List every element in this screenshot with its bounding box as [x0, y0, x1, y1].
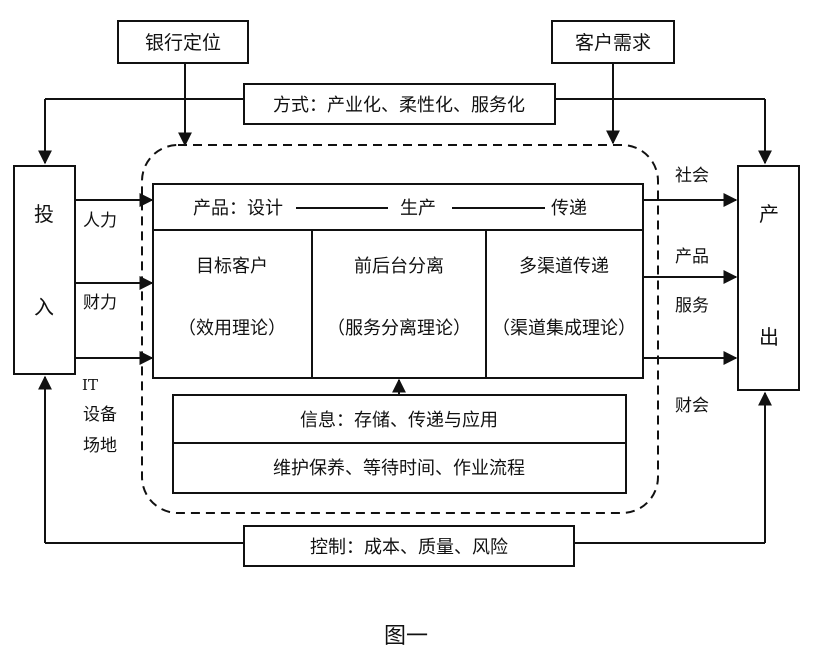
output-char-2: 出	[759, 325, 779, 349]
input-box	[13, 165, 76, 375]
society-label: 社会	[675, 166, 709, 186]
column-1-subtitle: （效用理论）	[178, 318, 286, 339]
it-label-2: 设备	[83, 405, 117, 425]
column-2-title: 前后台分离	[354, 256, 444, 277]
customer-demand-label: 客户需求	[575, 32, 651, 54]
process-region	[141, 144, 659, 514]
input-char-2: 入	[34, 295, 54, 319]
it-label-1: IT	[82, 376, 98, 394]
output-char-1: 产	[759, 202, 779, 226]
product-row-middle: 生产	[400, 198, 436, 219]
mode-box	[243, 83, 556, 125]
process-box	[152, 183, 644, 379]
column-3-subtitle: （渠道集成理论）	[492, 318, 636, 339]
customer-demand-box	[551, 20, 675, 64]
manpower-label: 人力	[83, 211, 117, 231]
product-row-right: 传递	[551, 198, 587, 219]
output-box	[737, 165, 800, 391]
it-label-3: 场地	[83, 436, 117, 456]
control-label: 控制：成本、质量、风险	[310, 537, 508, 558]
product-label: 产品	[675, 247, 709, 267]
bank-positioning-label: 银行定位	[145, 32, 221, 54]
mode-label: 方式：产业化、柔性化、服务化	[273, 95, 525, 116]
column-3-title: 多渠道传递	[519, 256, 609, 277]
control-box	[243, 525, 575, 567]
service-label: 服务	[675, 296, 709, 316]
fin-society-label: 财会	[675, 396, 709, 416]
product-row-left: 产品：设计	[193, 198, 283, 219]
info-row-2: 维护保养、等待时间、作业流程	[273, 458, 525, 479]
column-1-title: 目标客户	[196, 256, 268, 277]
figure-caption: 图一	[384, 624, 428, 649]
info-row-1: 信息：存储、传递与应用	[300, 410, 498, 431]
bank-positioning-box	[117, 20, 249, 64]
finance-label: 财力	[83, 293, 117, 313]
input-char-1: 投	[34, 202, 54, 226]
column-2-subtitle: （服务分离理论）	[327, 318, 471, 339]
